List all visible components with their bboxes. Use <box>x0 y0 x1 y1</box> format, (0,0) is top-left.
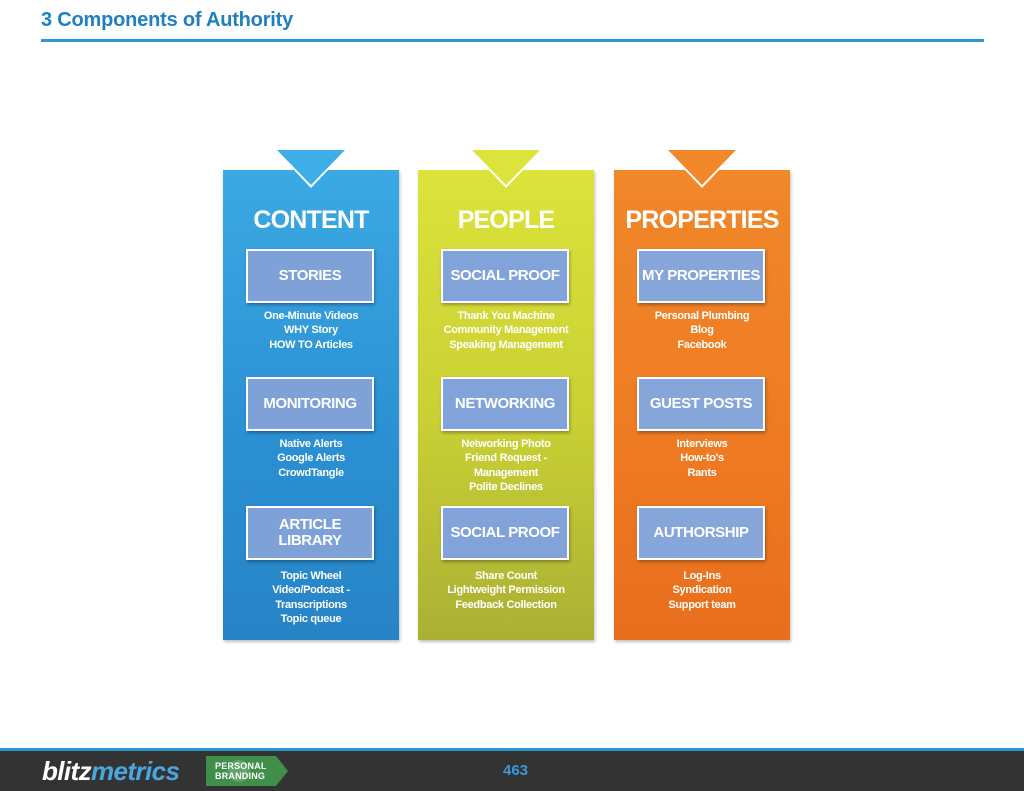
title-divider <box>41 39 984 42</box>
badge-arrow-icon <box>276 756 288 786</box>
column-heading: PEOPLE <box>457 206 555 234</box>
detail-line: WHY Story <box>284 324 338 337</box>
detail-line: Log-Ins <box>683 570 721 582</box>
item-detail-list: One-Minute Videos WHY Story HOW TO Artic… <box>223 309 399 352</box>
item-box: SOCIAL PROOF <box>441 506 569 560</box>
item-box: MY PROPERTIES <box>637 249 765 303</box>
logo-text-blitz: blitz <box>42 756 92 786</box>
badge-line: PERSONAL <box>215 761 267 771</box>
detail-line: Speaking Management <box>449 338 563 351</box>
detail-line: Polite Declines <box>469 480 543 493</box>
footer-divider <box>0 748 1024 751</box>
detail-line: Topic Wheel <box>280 570 342 582</box>
pointer-triangle-fill-icon <box>668 150 736 185</box>
item-box-label-line: ARTICLE <box>278 516 342 533</box>
detail-line: Lightweight Permission <box>447 584 565 597</box>
item-detail-list: Topic Wheel Video/Podcast - Transcriptio… <box>223 569 399 626</box>
item-detail-list: Log-Ins Syndication Support team <box>614 569 790 612</box>
detail-line: HOW TO Articles <box>269 338 353 351</box>
item-detail-list: Networking Photo Friend Request - Manage… <box>418 437 594 494</box>
content-column: CONTENT STORIES One-Minute Videos WHY St… <box>223 150 399 640</box>
detail-line: Interviews <box>676 438 728 450</box>
detail-line: Topic queue <box>280 612 342 625</box>
detail-line: Management <box>473 466 539 479</box>
detail-line: Rants <box>687 466 717 479</box>
item-box: GUEST POSTS <box>637 377 765 431</box>
detail-line: Community Management <box>443 324 569 337</box>
page-title: 3 Components of Authority <box>41 9 294 31</box>
footer-bar: blitzmetrics PERSONAL BRANDING 463 <box>0 751 1024 791</box>
properties-column: PROPERTIES MY PROPERTIES Personal Plumbi… <box>614 150 790 640</box>
item-detail-list: Interviews How-to's Rants <box>614 437 790 480</box>
detail-line: Google Alerts <box>277 452 345 465</box>
detail-line: CrowdTangle <box>278 466 344 479</box>
personal-branding-badge: PERSONAL BRANDING <box>206 756 276 786</box>
item-box: SOCIAL PROOF <box>441 249 569 303</box>
detail-line: Feedback Collection <box>455 598 557 611</box>
detail-line: Friend Request - <box>465 452 547 465</box>
people-column: PEOPLE SOCIAL PROOF Thank You Machine Co… <box>418 150 594 640</box>
item-detail-list: Thank You Machine Community Management S… <box>418 309 594 352</box>
item-box-label-line: LIBRARY <box>278 532 342 549</box>
pointer-triangle-fill-icon <box>277 150 345 185</box>
blitzmetrics-logo: blitzmetrics <box>42 756 180 787</box>
detail-line: Facebook <box>677 338 727 351</box>
detail-line: Blog <box>690 324 714 337</box>
detail-line: Transcriptions <box>275 598 347 611</box>
detail-line: Syndication <box>672 584 732 597</box>
item-detail-list: Share Count Lightweight Permission Feedb… <box>418 569 594 612</box>
item-detail-list: Personal Plumbing Blog Facebook <box>614 309 790 352</box>
item-box: STORIES <box>246 249 374 303</box>
detail-line: Networking Photo <box>461 438 551 450</box>
item-box: MONITORING <box>246 377 374 431</box>
detail-line: How-to's <box>680 452 724 465</box>
pointer-triangle-fill-icon <box>472 150 540 185</box>
item-box: ARTICLE LIBRARY <box>246 506 374 560</box>
detail-line: Personal Plumbing <box>654 310 750 322</box>
item-box: NETWORKING <box>441 377 569 431</box>
item-detail-list: Native Alerts Google Alerts CrowdTangle <box>223 437 399 480</box>
detail-line: Support team <box>668 598 736 611</box>
logo-text-metrics: metrics <box>91 756 180 786</box>
page-number: 463 <box>503 762 529 779</box>
badge-circle-icon <box>228 760 250 782</box>
detail-line: Video/Podcast - <box>272 584 350 597</box>
detail-line: One-Minute Videos <box>263 310 359 322</box>
column-heading: CONTENT <box>253 206 369 234</box>
item-box: AUTHORSHIP <box>637 506 765 560</box>
detail-line: Share Count <box>474 570 538 582</box>
badge-line: BRANDING <box>215 771 266 781</box>
detail-line: Thank You Machine <box>457 310 555 322</box>
column-heading: PROPERTIES <box>625 206 779 234</box>
detail-line: Native Alerts <box>279 438 343 450</box>
